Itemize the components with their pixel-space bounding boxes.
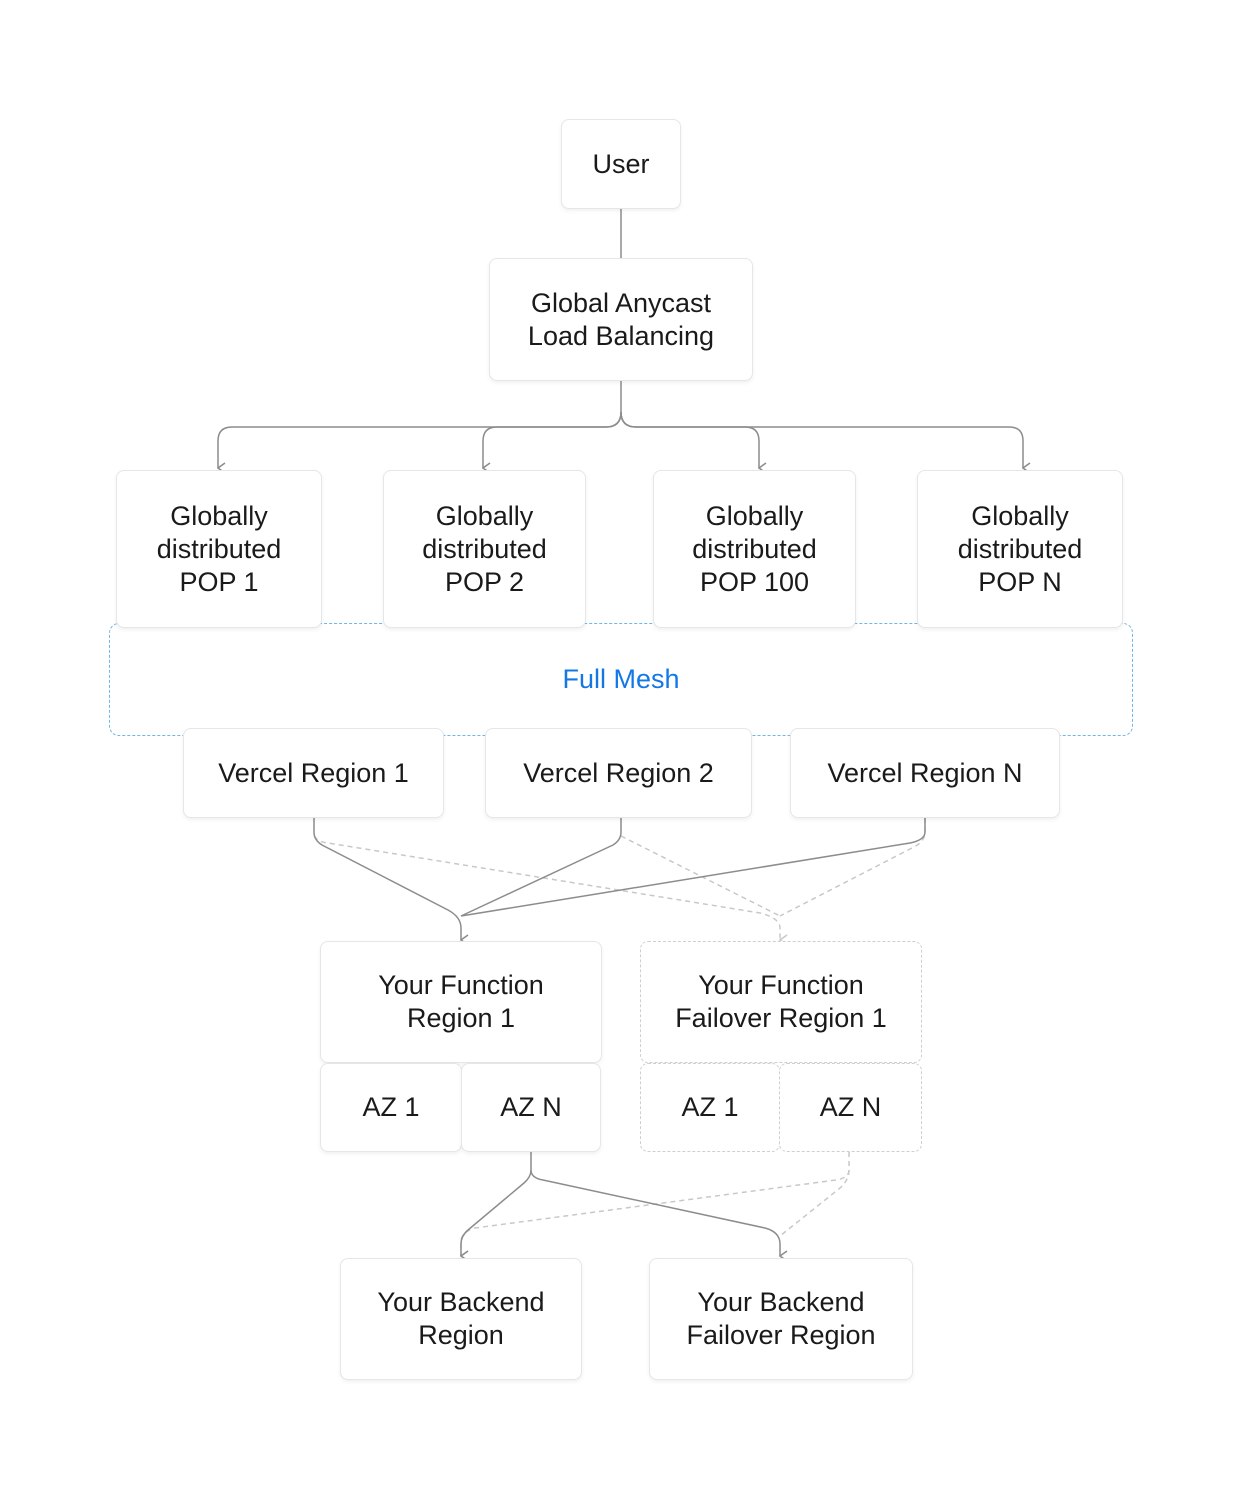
pop-node-2: Globally distributed POP 2 [383, 470, 586, 628]
vercel-region-1: Vercel Region 1 [183, 728, 444, 818]
function-region-az-n: AZ N [461, 1063, 601, 1152]
function-region-node: Your Function Region 1 [320, 941, 602, 1063]
pop-label: Globally distributed POP 1 [156, 500, 282, 597]
function-region-az-1: AZ 1 [320, 1063, 462, 1152]
edge-vr2-fr1 [460, 818, 622, 917]
backend-failover-region-label: Your Backend Failover Region [686, 1287, 876, 1350]
az-label: AZ 1 [681, 1092, 739, 1122]
function-failover-region-label: Your Function Failover Region 1 [675, 970, 887, 1033]
pop-label: Globally distributed POP N [957, 500, 1083, 597]
edge-vrn-fr1 [460, 818, 926, 917]
edge-lb-pop-2 [483, 411, 622, 468]
failover-region-az-n: AZ N [779, 1063, 922, 1152]
az-label: AZ N [819, 1092, 882, 1122]
function-region-label: Your Function Region 1 [378, 970, 544, 1033]
user-label: User [592, 148, 650, 179]
pop-node-100: Globally distributed POP 100 [653, 470, 856, 628]
load-balancer-label: Global Anycast Load Balancing [527, 287, 715, 351]
vercel-region-n: Vercel Region N [790, 728, 1060, 818]
vercel-region-label: Vercel Region 1 [218, 757, 409, 788]
load-balancer-node: Global Anycast Load Balancing [489, 258, 753, 381]
edge-vr2-failover [620, 835, 781, 917]
vercel-region-label: Vercel Region 2 [523, 757, 714, 788]
az-label: AZ 1 [362, 1092, 420, 1122]
edge-lb-pop-1 [218, 411, 622, 468]
function-failover-region-node: Your Function Failover Region 1 [640, 941, 922, 1063]
user-node: User [561, 119, 681, 209]
az-label: AZ N [500, 1092, 562, 1122]
vercel-region-label: Vercel Region N [827, 757, 1023, 788]
edge-az-backend [461, 1152, 532, 1256]
edge-vrn-failover [779, 818, 926, 917]
edge-vr1-failover [313, 835, 780, 940]
pop-label: Globally distributed POP 100 [692, 500, 817, 597]
pop-node-n: Globally distributed POP N [917, 470, 1123, 628]
edge-az-failover-backend [530, 1169, 780, 1256]
pop-label: Globally distributed POP 2 [422, 500, 547, 597]
backend-region-label: Your Backend Region [377, 1287, 545, 1350]
backend-failover-region-node: Your Backend Failover Region [649, 1258, 913, 1380]
pop-node-1: Globally distributed POP 1 [116, 470, 322, 628]
failover-region-az-1: AZ 1 [640, 1063, 780, 1152]
full-mesh-label: Full Mesh [562, 664, 680, 694]
edge-failover-az-failover-backend [779, 1169, 850, 1237]
vercel-region-2: Vercel Region 2 [485, 728, 752, 818]
edge-vr1-fr1 [313, 818, 461, 940]
backend-region-node: Your Backend Region [340, 1258, 582, 1380]
edge-lb-pop-100 [620, 411, 759, 468]
edge-lb-pop-n [620, 411, 1023, 468]
